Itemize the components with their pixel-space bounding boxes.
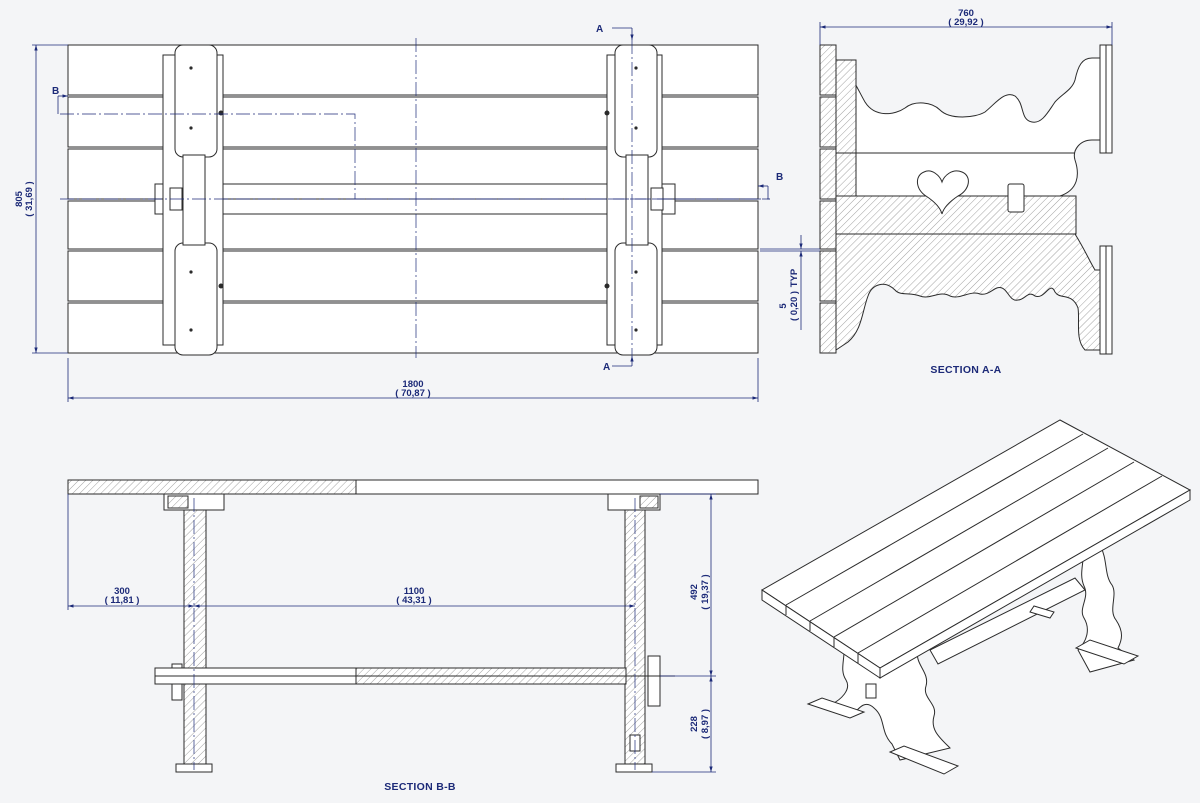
section-bb-span-mm: 1100 <box>404 586 425 597</box>
section-aa-slats <box>819 44 837 354</box>
section-b-marker-right: B <box>758 172 783 199</box>
top-depth-in: ( 31,69 ) <box>24 181 35 216</box>
section-bb-top-hatched <box>67 479 357 495</box>
section-bb-view: 300 ( 11,81 ) 1100 ( 43,31 ) 492 ( 19,37… <box>67 479 759 793</box>
section-b-label-right: B <box>776 172 783 183</box>
top-depth-dimension: 805 ( 31,69 ) <box>14 44 68 354</box>
top-width-in: ( 70,87 ) <box>395 388 430 399</box>
section-aa-view: 760 ( 29,92 ) TYP 5 ( 0,20 ) SECTION A-A <box>760 8 1113 376</box>
section-bb-right-leg <box>607 493 661 773</box>
section-aa-stretcher <box>835 195 1077 235</box>
section-aa-upper-bracket <box>835 57 1101 197</box>
section-aa-gap-note: TYP <box>789 268 800 287</box>
section-bb-span-in: ( 43,31 ) <box>396 595 431 606</box>
section-aa-gap-mm: 5 <box>778 303 789 309</box>
top-view: A A B B 1800 ( 70,87 ) <box>14 24 783 402</box>
section-bb-height-dimensions: 492 ( 19,37 ) 228 ( 8,97 ) <box>652 493 716 773</box>
section-bb-upper-height-mm: 492 <box>689 584 700 600</box>
left-leg-top <box>162 44 224 356</box>
iso-stretcher <box>929 577 1086 665</box>
section-bb-overhang-in: ( 11,81 ) <box>105 595 140 606</box>
isometric-view <box>761 419 1192 775</box>
section-aa-lower-leg <box>835 233 1101 351</box>
section-bb-title: SECTION B-B <box>384 781 456 793</box>
section-bb-overhang-dimension: 300 ( 11,81 ) <box>67 494 194 610</box>
section-a-label-bottom: A <box>603 362 610 373</box>
section-aa-title: SECTION A-A <box>930 364 1001 376</box>
section-aa-width-dimension: 760 ( 29,92 ) <box>819 8 1113 45</box>
section-bb-span-dimension: 1100 ( 43,31 ) <box>194 586 635 608</box>
section-a-marker-bottom: A <box>603 356 634 373</box>
top-width-mm: 1800 <box>402 379 423 390</box>
section-a-label-top: A <box>596 24 603 35</box>
section-bb-top-plain <box>355 479 759 495</box>
top-depth-mm: 805 <box>14 190 25 207</box>
section-aa-gap-in: ( 0,20 ) <box>789 291 800 321</box>
section-b-label-left: B <box>52 86 59 97</box>
section-aa-gap-dimension: TYP 5 ( 0,20 ) <box>760 235 820 330</box>
section-bb-upper-height-in: ( 19,37 ) <box>700 574 711 609</box>
section-aa-width-mm: 760 <box>958 8 974 19</box>
section-bb-lower-height-mm: 228 <box>689 716 700 732</box>
section-aa-width-in: ( 29,92 ) <box>948 17 983 28</box>
heart-cutout <box>917 170 969 215</box>
section-b-marker-left: B <box>52 86 68 114</box>
section-bb-lower-height-in: ( 8,97 ) <box>700 709 711 739</box>
right-leg-top <box>604 44 664 356</box>
top-width-dimension: 1800 ( 70,87 ) <box>67 358 759 402</box>
section-bb-overhang-mm: 300 <box>114 586 130 597</box>
section-a-marker-top: A <box>596 24 634 40</box>
